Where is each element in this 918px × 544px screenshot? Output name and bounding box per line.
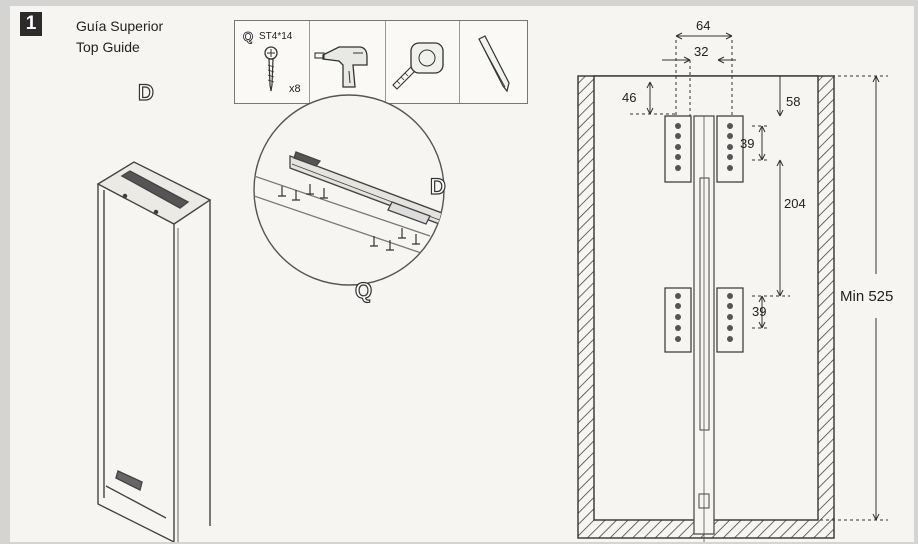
step-title-english: Top Guide [76, 39, 140, 55]
tape-measure-icon [392, 42, 444, 90]
screw-letter: Q [243, 29, 254, 45]
drill-icon [314, 46, 368, 88]
screw-spec: ST4*14 [259, 31, 293, 42]
detail-screw-q-label: Q [354, 277, 373, 303]
pencil-cell [459, 21, 527, 103]
screw-icon [264, 46, 278, 92]
screw-quantity: x8 [289, 83, 301, 95]
step-number-badge: 1 [20, 12, 42, 36]
drill-cell [309, 21, 386, 103]
dim-58: 58 [786, 94, 801, 109]
dim-min-525: Min 525 [840, 288, 894, 305]
detail-circle [253, 94, 445, 286]
dim-64: 64 [696, 18, 711, 33]
dim-39-bottom: 39 [752, 304, 767, 319]
part-label-d: D [137, 79, 154, 105]
dim-39-top: 39 [740, 136, 755, 151]
tape-cell [385, 21, 460, 103]
assembly-drawing [96, 32, 888, 542]
cabinet-illustration [96, 161, 212, 542]
detail-part-d-label: D [429, 173, 446, 199]
step-title-spanish: Guía Superior [76, 18, 164, 34]
instruction-sheet: 1 Guía Superior Top Guide D Q ST4*14 x8 [10, 6, 914, 542]
dim-204: 204 [784, 196, 806, 211]
screw-cell: Q ST4*14 x8 [235, 21, 310, 103]
dim-32: 32 [694, 44, 709, 59]
tools-box: Q ST4*14 x8 [234, 20, 528, 104]
dim-46: 46 [622, 90, 637, 105]
pencil-icon [478, 35, 510, 93]
technical-drawing [577, 32, 888, 542]
